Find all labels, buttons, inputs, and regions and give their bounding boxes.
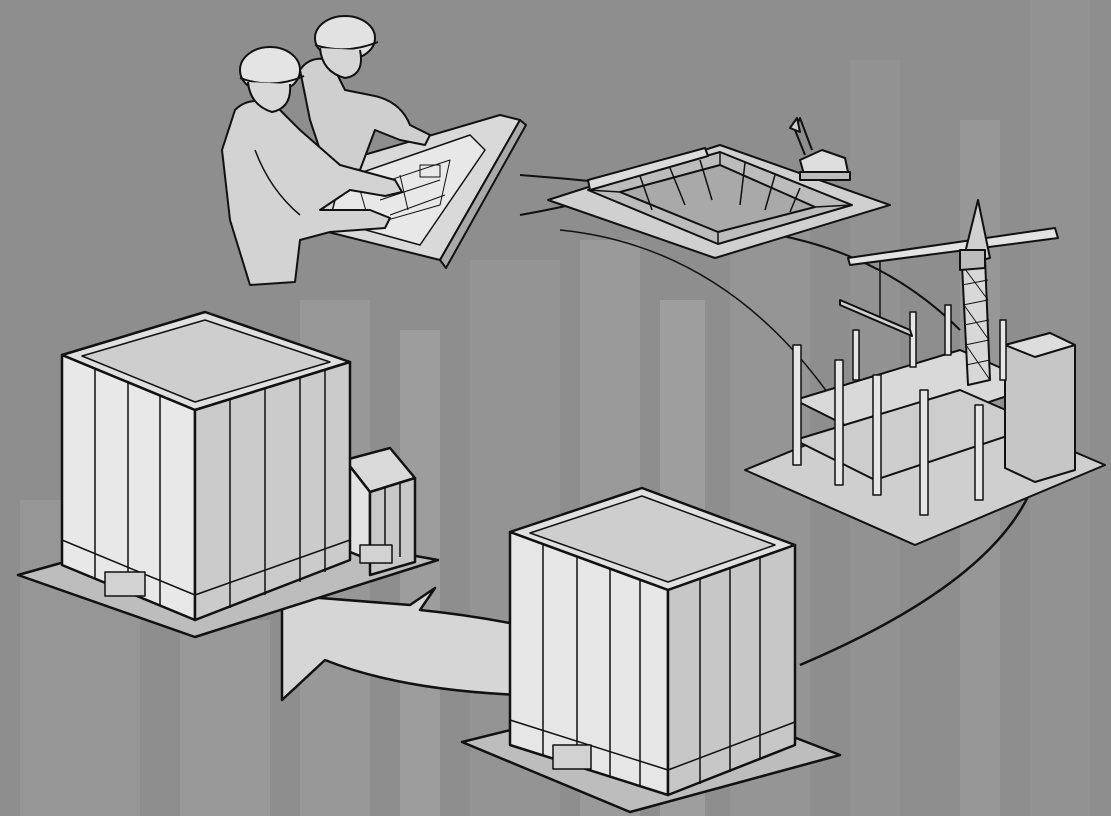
construction-lifecycle-diagram bbox=[0, 0, 1111, 816]
diagram-canvas bbox=[0, 0, 1111, 816]
